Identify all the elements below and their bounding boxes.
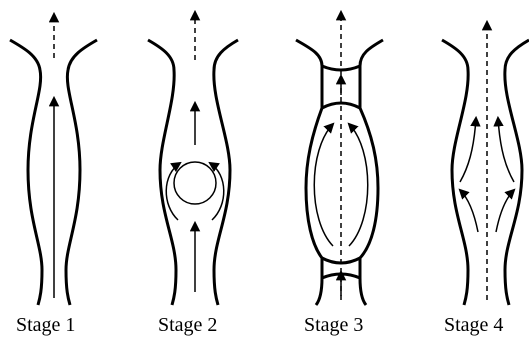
stage-4-upper-right-arrow (498, 118, 514, 182)
stage-2-circulation-cell (174, 162, 216, 204)
stage-4-right-wall (505, 40, 529, 305)
stage-3-diagram (296, 12, 383, 305)
stage-4-lower-right-arrow (496, 190, 514, 232)
stage-1-diagram (10, 14, 97, 305)
stage-3-right-wall (360, 40, 383, 305)
stage-3-label: Stage 3 (304, 314, 363, 337)
stage-4-diagram (442, 22, 529, 305)
stage-3-left-wall (296, 40, 322, 305)
stage-4-lower-left-arrow (460, 190, 478, 232)
stage-2-label: Stage 2 (158, 314, 217, 337)
stage-2-right-wall (214, 40, 238, 305)
stage-4-upper-left-arrow (460, 118, 476, 182)
stage-2-left-wall (148, 40, 176, 305)
stage-3-left-loop (314, 124, 333, 246)
stage-3-upper-pinch (322, 66, 360, 70)
stage-3-right-loop (349, 124, 368, 246)
stage-1-right-wall (66, 40, 97, 305)
stage-2-diagram (148, 12, 238, 305)
stage-4-label: Stage 4 (444, 314, 503, 337)
stage-1-label: Stage 1 (16, 314, 75, 337)
stage-1-left-wall (10, 40, 42, 305)
